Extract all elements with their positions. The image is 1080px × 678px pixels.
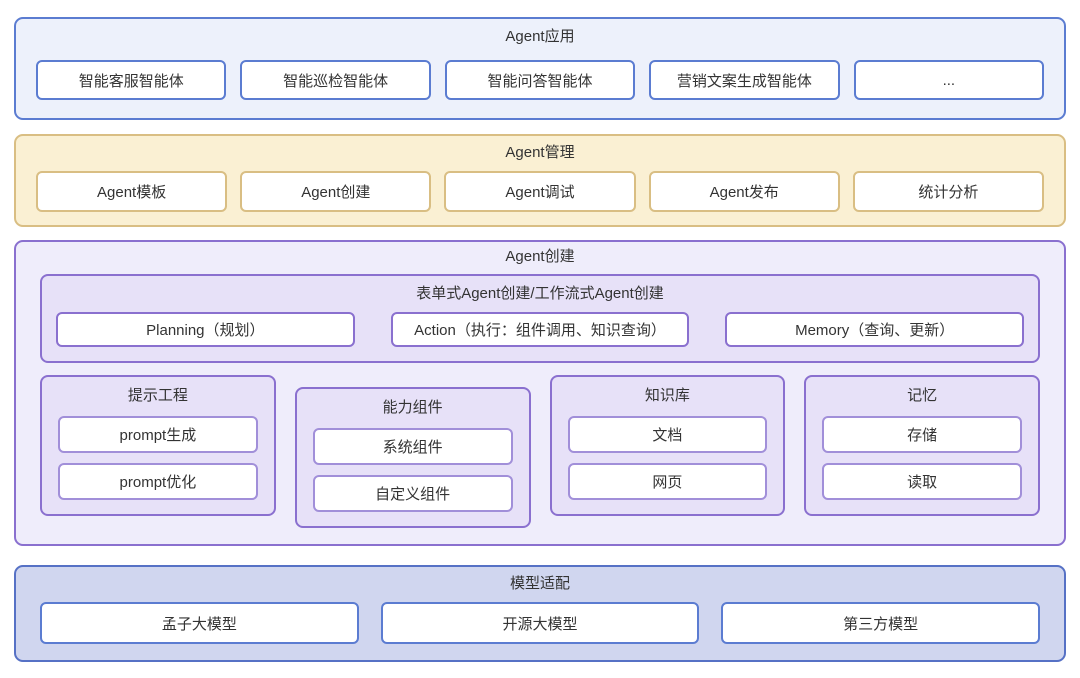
panel-box-read: 读取 (822, 463, 1022, 500)
panel-capability-components-title: 能力组件 (382, 399, 443, 416)
app-box-marketing-copy: 营销文案生成智能体 (649, 60, 840, 100)
mgmt-box-debug: Agent调试 (444, 171, 636, 212)
panel-knowledge-base: 知识库 文档 网页 (549, 375, 786, 516)
panel-memory: 记忆 存储 读取 (804, 375, 1040, 516)
panel-box-system-components: 系统组件 (312, 428, 513, 465)
workflow-box-action: Action（执行：组件调用、知识查询） (390, 312, 690, 347)
workflow-subpanel: 表单式Agent创建/工作流式Agent创建 Planning（规划） Acti… (40, 274, 1040, 363)
panel-box-store: 存储 (822, 416, 1022, 453)
panel-box-prompt-generate: prompt生成 (58, 416, 258, 453)
section-agent-management-title: Agent管理 (505, 144, 575, 161)
workflow-row: Planning（规划） Action（执行：组件调用、知识查询） Memory… (42, 312, 1038, 347)
workflow-subpanel-title: 表单式Agent创建/工作流式Agent创建 (416, 285, 664, 302)
app-box-ellipsis: ... (853, 60, 1045, 100)
panel-memory-title: 记忆 (907, 387, 938, 404)
models-row: 孟子大模型 开源大模型 第三方模型 (16, 602, 1064, 644)
app-box-customer-service: 智能客服智能体 (36, 60, 227, 100)
panel-box-custom-components: 自定义组件 (312, 475, 513, 512)
panel-prompt-engineering: 提示工程 prompt生成 prompt优化 (40, 375, 276, 516)
section-agent-management: Agent管理 Agent模板 Agent创建 Agent调试 Agent发布 … (14, 134, 1066, 227)
workflow-box-memory: Memory（查询、更新） (725, 312, 1025, 347)
panel-knowledge-base-title: 知识库 (644, 387, 690, 404)
agent-management-row: Agent模板 Agent创建 Agent调试 Agent发布 统计分析 (16, 171, 1064, 212)
mgmt-box-create: Agent创建 (240, 171, 432, 212)
panel-prompt-engineering-title: 提示工程 (127, 387, 188, 404)
mgmt-box-analytics: 统计分析 (852, 171, 1045, 212)
section-model-adaptation-title: 模型适配 (509, 575, 570, 592)
panel-box-webpages: 网页 (567, 463, 768, 500)
section-agent-creation-title: Agent创建 (505, 248, 575, 265)
mgmt-box-template: Agent模板 (36, 171, 228, 212)
section-model-adaptation: 模型适配 孟子大模型 开源大模型 第三方模型 (14, 565, 1066, 662)
app-box-qa: 智能问答智能体 (444, 60, 636, 100)
panel-box-documents: 文档 (567, 416, 768, 453)
mgmt-box-publish: Agent发布 (648, 171, 840, 212)
app-box-inspection: 智能巡检智能体 (240, 60, 431, 100)
agent-apps-row: 智能客服智能体 智能巡检智能体 智能问答智能体 营销文案生成智能体 ... (16, 60, 1064, 100)
workflow-box-planning: Planning（规划） (56, 312, 355, 347)
model-box-opensource: 开源大模型 (380, 602, 700, 644)
section-agent-apps: Agent应用 智能客服智能体 智能巡检智能体 智能问答智能体 营销文案生成智能… (14, 17, 1066, 120)
model-box-mengzi: 孟子大模型 (40, 602, 359, 644)
panel-capability-components: 能力组件 系统组件 自定义组件 (294, 387, 531, 528)
section-agent-creation: Agent创建 表单式Agent创建/工作流式Agent创建 Planning（… (14, 240, 1066, 546)
model-box-thirdparty: 第三方模型 (721, 602, 1041, 644)
section-agent-apps-title: Agent应用 (505, 28, 575, 45)
panel-box-prompt-optimize: prompt优化 (58, 463, 258, 500)
creation-panels-row: 提示工程 prompt生成 prompt优化 能力组件 系统组件 自定义组件 知… (16, 375, 1064, 528)
